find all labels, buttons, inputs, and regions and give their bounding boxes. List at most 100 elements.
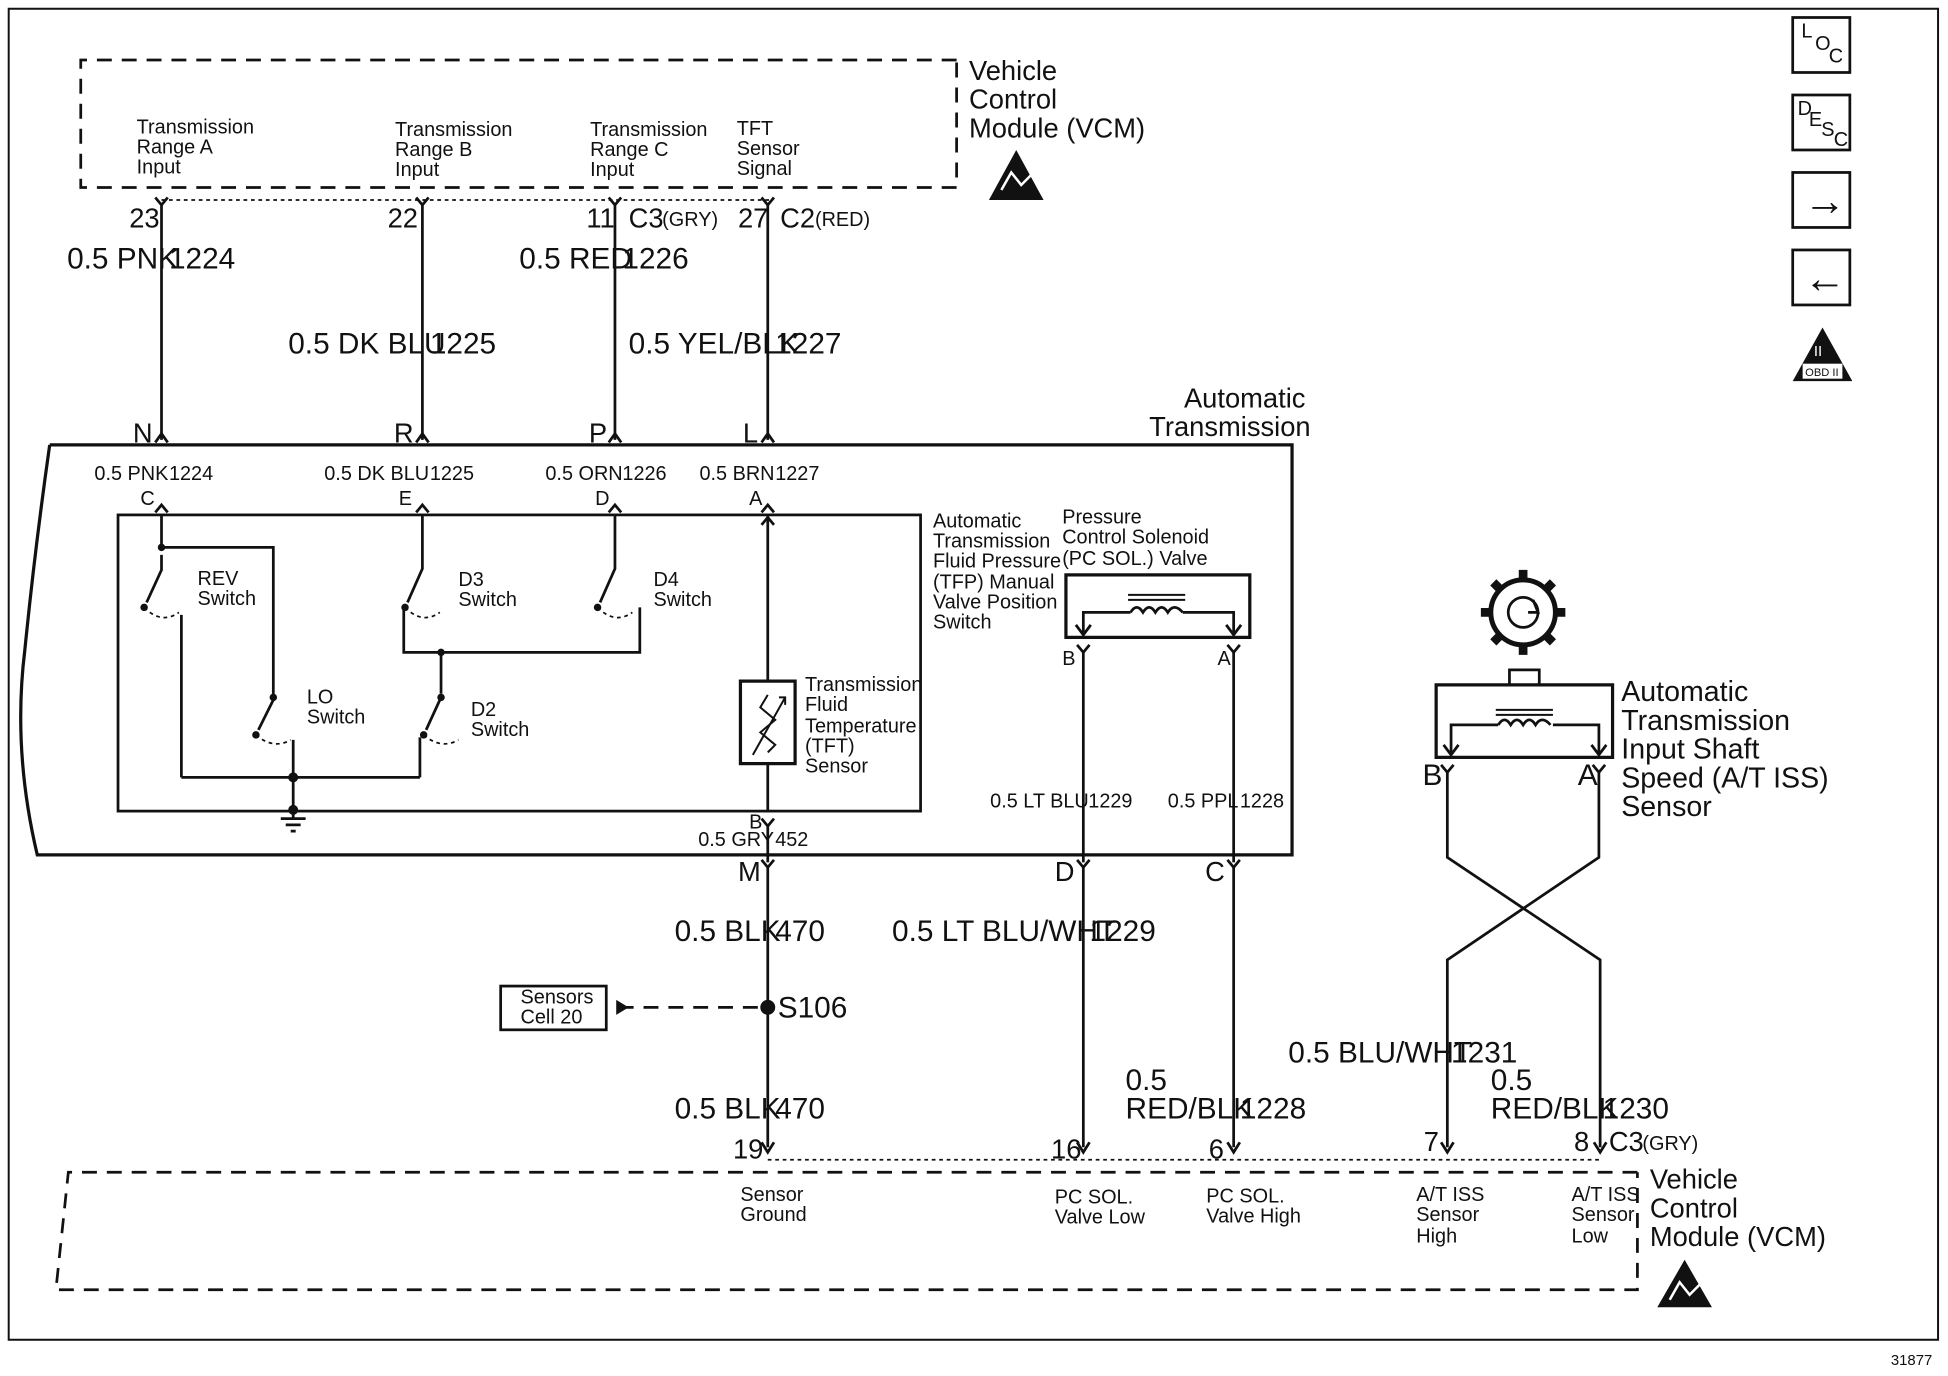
wire-470-upper-circuit: 470 (775, 915, 825, 948)
rev-switch-label-2: Switch (198, 588, 257, 610)
tft-label-1: Transmission (805, 674, 922, 696)
wire-1227-color: 0.5 YEL/BLK (629, 328, 799, 361)
rev-switch-label-1: REV (198, 568, 240, 590)
wire-1228-inner-circuit: 1228 (1240, 790, 1284, 812)
lo-switch-label-2: Switch (307, 707, 366, 729)
pin-p: P (589, 417, 607, 448)
diagram-frame (7, 7, 1940, 1341)
wire-1224-color: 0.5 PNK (67, 243, 178, 276)
gear-icon (1480, 569, 1566, 655)
wire-1225-color: 0.5 DK BLU (288, 328, 445, 361)
tfp-label-6: Switch (933, 612, 992, 634)
wire-452-circuit: 452 (775, 829, 808, 851)
pin-27-label-2: Sensor (737, 138, 800, 160)
switch-network (140, 514, 642, 833)
wire-1230-color-1: 0.5 (1491, 1064, 1532, 1097)
pc-sol-label-2: Control Solenoid (1062, 527, 1209, 549)
esd-icon (988, 149, 1044, 200)
pin-d-bottom: D (1055, 856, 1075, 887)
pin-16-label-1: PC SOL. (1055, 1186, 1133, 1208)
tfp-switch-label: Automatic Transmission Fluid Pressure (T… (933, 510, 1061, 633)
lo-switch-label-1: LO (307, 687, 333, 709)
wire-1231-circuit: 1231 (1451, 1036, 1517, 1069)
wire-1228-color-2: RED/BLK (1126, 1092, 1254, 1125)
vcm-top-module: Vehicle Control Module (VCM) (79, 55, 1145, 200)
nav-loc-button[interactable]: L O C (1791, 16, 1852, 74)
connector-c3-color-top: (GRY) (662, 209, 718, 231)
iss-label-1: Automatic (1621, 676, 1748, 708)
pin-c: C (140, 488, 154, 510)
iss-sensor: B A Automatic Transmission Input Shaft S… (1422, 569, 1829, 1155)
pin-22-label-3: Input (395, 159, 440, 181)
wire-1225-circuit: 1225 (430, 328, 496, 361)
vcm-top-title-line1: Vehicle (969, 55, 1057, 86)
iss-pin-a: A (1578, 759, 1598, 792)
tfp-label-4: (TFP) Manual (933, 572, 1054, 594)
inner-wire-1225-circuit: 1225 (430, 463, 474, 485)
loc-letter-c: C (1829, 45, 1843, 67)
wire-1228-inner-color: 0.5 PPL (1168, 790, 1239, 812)
vcm-top-pin-labels: Transmission Range A Input Transmission … (137, 117, 800, 182)
pin-7-label-1: A/T ISS (1416, 1184, 1484, 1206)
desc-letter-d: D (1798, 98, 1812, 120)
wire-1231-color: 0.5 BLU/WHT (1288, 1036, 1472, 1069)
wire-1226-color: 0.5 RED (519, 243, 632, 276)
d2-switch-label-1: D2 (471, 699, 496, 721)
obd-ii-roman: II (1814, 343, 1822, 360)
inner-wire-1226-color: 0.5 ORN (545, 463, 622, 485)
pin-8-label-3: Low (1572, 1225, 1609, 1247)
connector-c2-top: C2 (780, 202, 815, 233)
pin-16-label-2: Valve Low (1055, 1206, 1146, 1228)
transmission-title-2: Transmission (1149, 411, 1310, 442)
nav-desc-button[interactable]: D E S C (1791, 93, 1852, 152)
sensors-cell-20-ref[interactable] (499, 984, 608, 1032)
pin-e: E (399, 488, 412, 510)
pin-a: A (749, 488, 763, 510)
pin-11-label-2: Range C (590, 139, 668, 161)
vcm-bottom-pins: 19 16 6 7 8 C3 (GRY) (733, 1126, 1698, 1165)
pin-19-label-2: Ground (740, 1204, 806, 1226)
vcm-top-title-line2: Control (969, 84, 1057, 115)
pin-c-bottom: C (1205, 856, 1225, 887)
wire-1228-circuit: 1228 (1240, 1092, 1306, 1125)
iss-label-5: Sensor (1621, 791, 1712, 823)
pin-16: 16 (1051, 1133, 1081, 1164)
pin-11-label-3: Input (590, 159, 635, 181)
wire-1229-inner-color: 0.5 LT BLU (990, 790, 1089, 812)
nav-next-button[interactable]: → (1791, 171, 1852, 229)
pin-11-label-1: Transmission (590, 119, 707, 141)
transmission-top-pins: N R P L 0.5 PNK 1224 0.5 DK BLU 1225 0.5… (94, 417, 819, 510)
wire-470-lower-color: 0.5 BLK (675, 1092, 781, 1125)
pin-d: D (595, 488, 609, 510)
pin-6: 6 (1209, 1133, 1224, 1164)
pin-27: 27 (738, 202, 768, 233)
arrow-right-icon: → (1804, 177, 1846, 224)
splice-s106: S106 (778, 991, 848, 1024)
connector-c3-color-bottom: (GRY) (1642, 1133, 1698, 1155)
inner-wire-1226-circuit: 1226 (622, 463, 666, 485)
wire-1224-circuit: 1224 (169, 243, 235, 276)
wire-1229-circuit: 1229 (1090, 915, 1156, 948)
nav-prev-button[interactable]: ← (1791, 248, 1852, 307)
obd-ii-label: OBD II (1805, 367, 1839, 379)
top-wire-labels: 0.5 PNK 1224 0.5 DK BLU 1225 0.5 RED 122… (67, 243, 841, 361)
transmission-housing: Automatic Transmission (19, 382, 1311, 857)
vcm-top-pin-numbers: 23 22 11 C3 (GRY) 27 C2 (RED) (129, 202, 870, 233)
inner-wire-1224-color: 0.5 PNK (94, 463, 169, 485)
pin-22-label-1: Transmission (395, 119, 512, 141)
pc-sol-label-1: Pressure (1062, 507, 1141, 529)
pin-l: L (743, 417, 758, 448)
inner-wire-1224-circuit: 1224 (169, 463, 213, 485)
vcm-bottom-title-2: Control (1650, 1192, 1738, 1223)
wire-470-upper-color: 0.5 BLK (675, 915, 781, 948)
switch-labels: REV Switch D3 Switch D4 Switch LO Switch… (198, 568, 712, 741)
pin-7: 7 (1424, 1126, 1439, 1157)
d3-switch-label-2: Switch (458, 589, 517, 611)
pc-pin-b: B (1062, 648, 1075, 670)
pin-8-label-2: Sensor (1572, 1204, 1635, 1226)
obd-ii-button[interactable]: II OBD II (1792, 327, 1853, 382)
pin-19: 19 (733, 1133, 763, 1164)
pin-8-label-1: A/T ISS (1572, 1184, 1640, 1206)
inner-wire-1227-circuit: 1227 (775, 463, 819, 485)
